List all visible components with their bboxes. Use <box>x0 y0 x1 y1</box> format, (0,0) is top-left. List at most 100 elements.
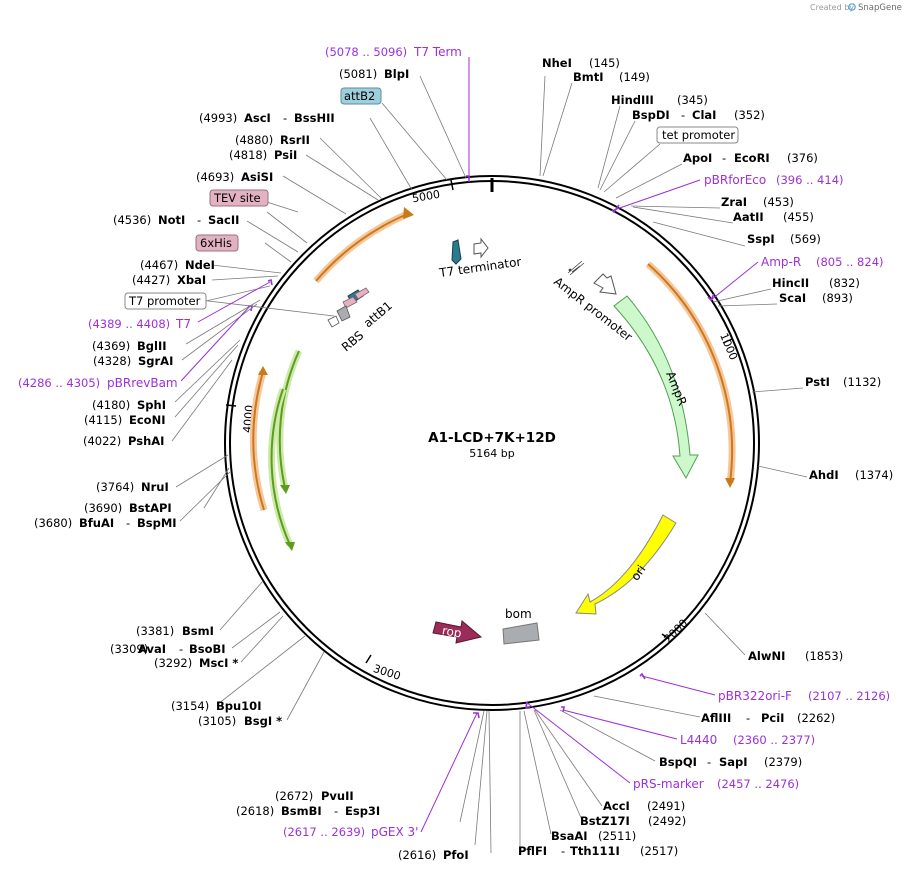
svg-text:(2491): (2491) <box>647 799 685 813</box>
svg-text:(2672): (2672) <box>275 789 313 803</box>
site-asisi: AsiSI <box>241 170 273 184</box>
svg-text:(5078 .. 5096): (5078 .. 5096) <box>325 45 407 59</box>
credit-text: Created by <box>810 3 854 12</box>
rbs-attb1-cluster <box>327 287 370 328</box>
ori-arrow <box>575 514 677 615</box>
svg-text:(3690): (3690) <box>84 501 122 515</box>
bom-label: bom <box>505 607 532 621</box>
tet-promoter-label: tet promoter <box>662 128 735 142</box>
attb2-box <box>340 87 382 105</box>
left-leader-lines <box>171 75 467 721</box>
svg-text:(569): (569) <box>790 232 821 246</box>
svg-text:(4467): (4467) <box>140 258 178 272</box>
svg-text:-: - <box>126 516 130 530</box>
bom-box <box>502 622 540 645</box>
svg-text:-: - <box>179 642 183 656</box>
plasmid-length: 5164 bp <box>469 447 514 460</box>
plasmid-name: A1-LCD+7K+12D <box>428 430 556 446</box>
primer-pbrforeco: pBRforEco <box>704 173 766 187</box>
site-pfoi: PfoI <box>443 848 469 862</box>
svg-text:(4328): (4328) <box>93 354 131 368</box>
tev-site-box <box>209 189 269 207</box>
site-psti: PstI <box>805 375 830 389</box>
svg-text:(3154): (3154) <box>171 699 209 713</box>
ampr-arrow <box>613 295 699 480</box>
svg-text:(1853): (1853) <box>805 649 843 663</box>
svg-text:(4369): (4369) <box>92 339 130 353</box>
svg-text:(3764): (3764) <box>96 480 134 494</box>
svg-text:(3309): (3309) <box>110 642 148 656</box>
svg-text:(2107 .. 2126): (2107 .. 2126) <box>808 689 890 703</box>
svg-text:(4180): (4180) <box>92 398 130 412</box>
svg-text:-: - <box>746 711 750 725</box>
svg-text:SapI: SapI <box>719 755 748 769</box>
svg-text:-: - <box>197 213 201 227</box>
primer-prs-marker: pRS-marker <box>633 777 704 791</box>
site-bspqi: BspQI <box>659 755 697 769</box>
site-hindiii: HindIII <box>611 93 654 107</box>
site-nhei: NheI <box>542 56 572 70</box>
svg-text:BssHII: BssHII <box>294 111 335 125</box>
t7-promoter-box <box>124 292 207 310</box>
site-asci: AscI <box>244 111 271 125</box>
6xhis-box <box>195 234 239 252</box>
svg-text:(2492): (2492) <box>648 814 686 828</box>
site-apoi: ApoI <box>683 151 712 165</box>
rbs-label: RBS <box>339 328 366 354</box>
site-bsaai: BsaAI <box>551 829 588 843</box>
svg-text:(4818): (4818) <box>229 148 267 162</box>
primer-t7: T7 <box>175 317 191 331</box>
svg-text:-: - <box>283 111 287 125</box>
svg-text:-: - <box>707 755 711 769</box>
svg-text:(4880): (4880) <box>235 133 273 147</box>
site-sgrai: SgrAI <box>138 354 173 368</box>
svg-text:(4115): (4115) <box>84 413 122 427</box>
orange-arc-top <box>313 209 412 284</box>
primer-pbrrevbam: pBRrevBam <box>107 376 178 390</box>
svg-text:EcoRI: EcoRI <box>734 151 770 165</box>
svg-text:(2517): (2517) <box>640 844 678 858</box>
rop-label: rop <box>441 623 463 640</box>
site-zrai: ZraI <box>721 195 747 209</box>
site-pflfi: PflFI <box>518 844 547 858</box>
svg-text:(5081): (5081) <box>339 67 377 81</box>
primer-ampr: Amp-R <box>761 255 801 269</box>
svg-text:(455): (455) <box>783 210 814 224</box>
site-sspi: SspI <box>747 232 775 246</box>
primer-pbr322ori-f: pBR322ori-F <box>718 689 792 703</box>
t7-terminator-arrow <box>473 237 489 259</box>
site-nrui: NruI <box>141 480 169 494</box>
site-econi: EcoNI <box>129 413 165 427</box>
t7-terminator-label: T7 terminator <box>437 255 522 281</box>
primer-pgex3: pGEX 3' <box>371 825 418 839</box>
svg-text:(345): (345) <box>677 93 708 107</box>
primer-leader-lines <box>180 57 759 833</box>
site-psii: PsiI <box>274 148 297 162</box>
site-bglii: BglII <box>137 339 167 353</box>
svg-text:-: - <box>681 108 685 122</box>
attb2-label: attB2 <box>344 89 375 103</box>
site-aatii: AatII <box>733 210 764 224</box>
svg-text:(396 .. 414): (396 .. 414) <box>776 173 844 187</box>
site-alwni: AlwNI <box>748 649 785 663</box>
site-rsrii: RsrII <box>280 133 310 147</box>
svg-text:(805 .. 824): (805 .. 824) <box>816 255 884 269</box>
svg-text:(2618): (2618) <box>236 804 274 818</box>
svg-text:(4993): (4993) <box>199 111 237 125</box>
snapgene-logo-icon <box>848 3 856 11</box>
site-pshai: PshAI <box>128 434 164 448</box>
svg-text:(2457 .. 2476): (2457 .. 2476) <box>717 777 799 791</box>
site-blpi: BlpI <box>384 67 409 81</box>
backbone-outer <box>224 175 760 711</box>
site-ahdi: AhdI <box>809 468 839 482</box>
brand-text: SnapGene <box>858 3 902 13</box>
svg-text:(4536): (4536) <box>113 213 151 227</box>
site-bsmbi: BsmBI <box>281 804 322 818</box>
svg-text:(3105): (3105) <box>198 714 236 728</box>
svg-text:-: - <box>334 804 338 818</box>
svg-text:(3381): (3381) <box>136 624 174 638</box>
attb1-label: attB1 <box>361 299 395 331</box>
svg-text:Esp3I: Esp3I <box>345 804 380 818</box>
svg-text:(2616): (2616) <box>398 848 436 862</box>
